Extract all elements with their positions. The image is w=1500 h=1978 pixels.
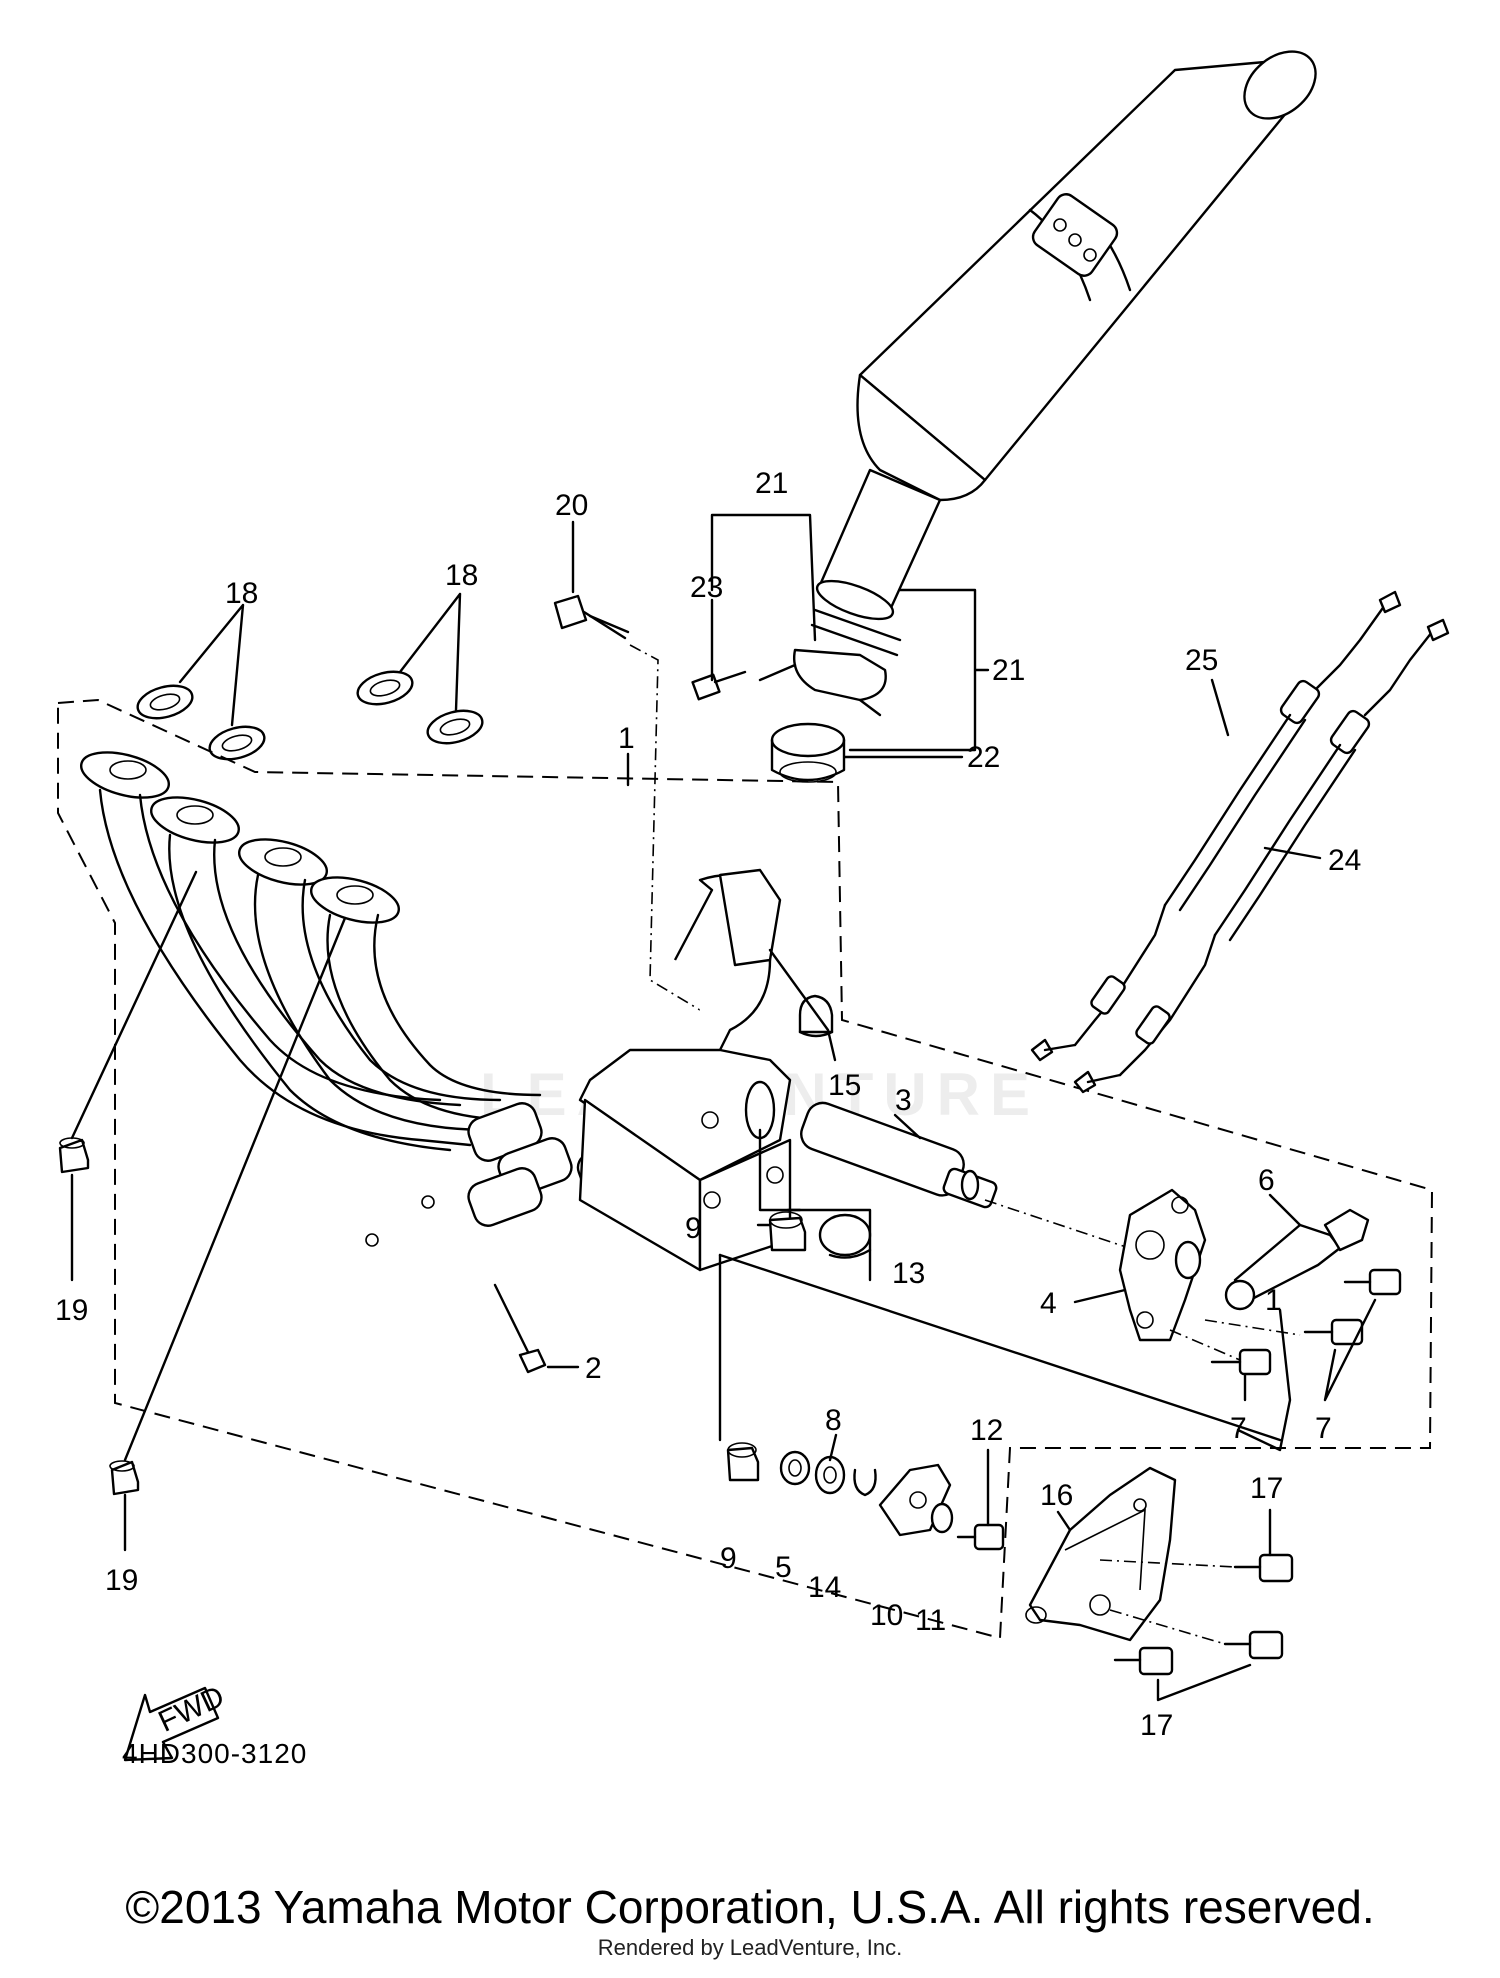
valve-cable-25[interactable]: [1030, 590, 1402, 1062]
label-part-21b: 21: [992, 654, 1025, 687]
muffler-gasket[interactable]: [770, 722, 846, 783]
label-part-5: 5: [775, 1551, 792, 1584]
screw-17-a[interactable]: [1233, 1553, 1294, 1583]
bolt-20[interactable]: [553, 594, 630, 640]
clamp-bolt[interactable]: [691, 670, 747, 701]
leader-21-top: [710, 513, 817, 642]
bushing-9-lower[interactable]: [726, 1442, 760, 1482]
header-flange-1: [80, 751, 170, 799]
label-part-17b: 17: [1140, 1709, 1173, 1742]
oil-seal[interactable]: [818, 1213, 872, 1259]
label-part-2: 2: [585, 1352, 602, 1385]
leader-4: [1073, 1288, 1127, 1304]
leader-25: [1210, 678, 1230, 737]
leader-3: [893, 1113, 922, 1140]
muffler-link-pipe[interactable]: [810, 468, 942, 657]
leader-18-right: [398, 592, 462, 712]
screw-7-a[interactable]: [1343, 1268, 1402, 1296]
muffler[interactable]: [856, 38, 1329, 502]
label-part-18b: 18: [445, 559, 478, 592]
header-flange-2: [150, 796, 240, 844]
exhaust-collector[interactable]: [578, 868, 792, 1272]
label-part-6: 6: [1258, 1164, 1275, 1197]
leader-6: [1268, 1193, 1302, 1227]
bushing-9-upper[interactable]: [768, 1211, 807, 1252]
label-part-17a: 17: [1250, 1472, 1283, 1505]
label-part-13: 13: [892, 1257, 925, 1290]
screw-17-b[interactable]: [1223, 1630, 1284, 1660]
washer[interactable]: [814, 1455, 846, 1495]
screw-7-b[interactable]: [1303, 1318, 1364, 1346]
label-part-9b: 9: [720, 1542, 737, 1575]
label-part-22: 22: [967, 741, 1000, 774]
label-part-10: 10: [870, 1599, 903, 1632]
header-flange-3: [238, 838, 328, 886]
exhaust-valve-shaft[interactable]: [797, 1098, 998, 1209]
render-credit: Rendered by LeadVenture, Inc.: [597, 1935, 903, 1960]
cover-axis: [1099, 1559, 1236, 1645]
valve-pulley-arm[interactable]: [1224, 1208, 1370, 1311]
copyright-notice: ©2013 Yamaha Motor Corporation, U.S.A. A…: [125, 1881, 1375, 1933]
header-flange-4: [310, 876, 400, 924]
pipe-clamp[interactable]: [758, 648, 887, 717]
drawing-code: 4HD300-3120: [122, 1738, 308, 1769]
label-part-11: 11: [915, 1604, 946, 1637]
label-part-21a: 21: [755, 467, 788, 500]
grommet-19-upper[interactable]: [58, 1137, 90, 1174]
leader-17-bottom: [1156, 1663, 1252, 1702]
label-part-24: 24: [1328, 844, 1361, 877]
leader-13: [786, 1208, 872, 1282]
collar[interactable]: [779, 1450, 811, 1486]
grommet-19-lower[interactable]: [109, 1460, 140, 1496]
lock-washer[interactable]: [930, 1502, 954, 1534]
screw-7-c[interactable]: [1210, 1348, 1272, 1376]
label-part-15: 15: [828, 1069, 861, 1102]
leader-19-upper: [70, 870, 198, 1282]
label-part-19b: 19: [105, 1564, 138, 1597]
label-part-14: 14: [808, 1571, 841, 1604]
leader-1b: [1236, 1308, 1292, 1452]
label-part-16: 16: [1040, 1479, 1073, 1512]
label-part-1b: 1: [1265, 1284, 1282, 1317]
assembly-boundary: [57, 698, 1434, 1640]
pulley-cover[interactable]: [1025, 1466, 1177, 1642]
label-part-12: 12: [970, 1414, 1003, 1447]
circlip[interactable]: [853, 1468, 877, 1497]
pulley-stack-top: [718, 1253, 1282, 1442]
bolt-2[interactable]: [493, 1283, 547, 1374]
leader-16: [1056, 1510, 1072, 1532]
exhaust-gasket[interactable]: [134, 666, 486, 764]
label-part-3: 3: [895, 1084, 912, 1117]
valve-cable-24[interactable]: [1073, 618, 1450, 1094]
label-part-20: 20: [555, 489, 588, 522]
screw-axis: [1169, 1319, 1301, 1361]
leader-18-left: [178, 603, 245, 727]
label-part-1: 1: [618, 722, 635, 755]
leader-19-lower: [123, 916, 347, 1552]
bolt-12[interactable]: [956, 1523, 1005, 1551]
exhaust-header-pipes[interactable]: [76, 744, 661, 1247]
label-part-23: 23: [690, 571, 723, 604]
label-part-8: 8: [825, 1404, 842, 1437]
leader-7-right: [1323, 1298, 1377, 1402]
label-part-19a: 19: [55, 1294, 88, 1327]
leader-8: [828, 1433, 838, 1462]
leader-9-bracket: [758, 1128, 802, 1212]
leader-15: [768, 948, 837, 1062]
label-part-9a: 9: [685, 1212, 702, 1245]
label-part-25: 25: [1185, 644, 1218, 677]
label-part-7b: 7: [1315, 1412, 1332, 1445]
label-part-4: 4: [1040, 1287, 1057, 1320]
leader-24: [1263, 846, 1322, 860]
screw-17-c[interactable]: [1113, 1646, 1174, 1676]
leader-21-right: [848, 588, 990, 752]
label-part-7a: 7: [1230, 1412, 1247, 1445]
valve-housing-cover[interactable]: [1118, 1188, 1207, 1342]
label-part-18a: 18: [225, 577, 258, 610]
